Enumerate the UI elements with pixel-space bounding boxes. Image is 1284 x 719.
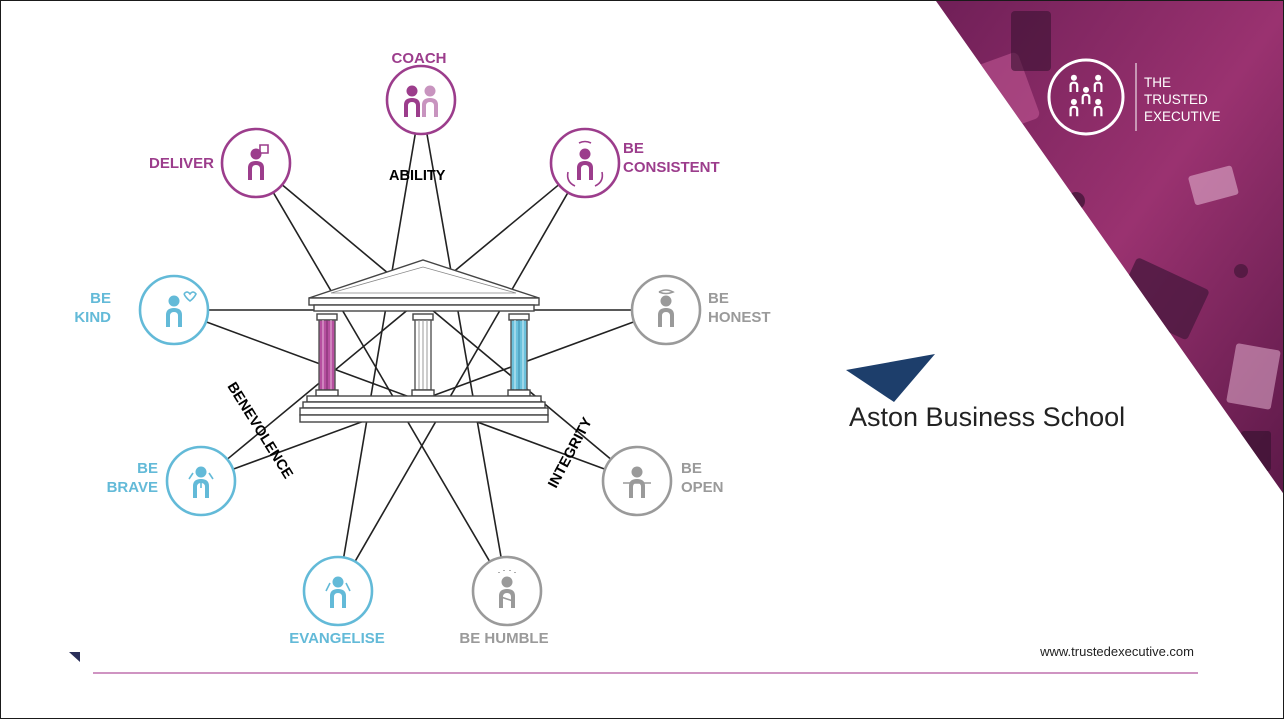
- group-label-benevolence: BENEVOLENCE: [224, 380, 296, 482]
- praying-person-icon: [498, 570, 516, 608]
- classical-temple-icon: [299, 259, 549, 423]
- node-deliver: DELIVER: [149, 127, 292, 199]
- trust-behaviour-nodes: COACH BE CONSISTENT BE HONEST BE OPEN BE HUMBLE…: [74, 50, 770, 647]
- star-line-be-brave-to-be-consistent: [226, 184, 560, 460]
- consistent-cycle-person-icon: [566, 140, 604, 187]
- medal-person-icon: [188, 466, 214, 498]
- node-label-be-kind-line-2: KIND: [74, 309, 111, 326]
- node-label-be-kind-line-1: BE: [90, 290, 111, 307]
- node-label-be-consistent-line-2: CONSISTENT: [623, 159, 720, 176]
- star-line-evangelise-to-coach: [342, 133, 417, 558]
- trusted-executive-line-2: TRUSTED: [1144, 92, 1208, 107]
- star-line-be-humble-to-deliver: [272, 191, 491, 563]
- star-line-coach-to-be-humble: [426, 133, 502, 558]
- node-coach: COACH: [385, 50, 457, 136]
- group-label-ability: ABILITY: [389, 168, 446, 184]
- node-be-brave: BE BRAVE: [107, 445, 237, 517]
- trusted-executive-logo: THE TRUSTED EXECUTIVE: [1047, 58, 1221, 136]
- star-line-be-consistent-to-evangelise: [354, 192, 569, 562]
- node-label-evangelise-line-1: EVANGELISE: [289, 630, 385, 647]
- trusted-executive-line-3: EXECUTIVE: [1144, 109, 1221, 124]
- node-evangelise: EVANGELISE: [289, 555, 385, 647]
- node-be-honest: BE HONEST: [630, 274, 771, 346]
- star-line-deliver-to-be-open: [281, 184, 612, 460]
- box-carrying-person-icon: [248, 144, 269, 180]
- raised-arms-person-icon: [325, 576, 351, 608]
- aston-triangle-logo-icon: [846, 354, 935, 402]
- node-be-consistent: BE CONSISTENT: [549, 127, 720, 199]
- node-be-open: BE OPEN: [601, 445, 724, 517]
- aston-business-school-name: Aston Business School: [849, 402, 1125, 432]
- node-label-be-honest-line-2: HONEST: [708, 309, 771, 326]
- halo-person-icon: [658, 289, 675, 327]
- node-label-deliver-line-1: DELIVER: [149, 155, 214, 172]
- open-arms-person-icon: [623, 466, 651, 498]
- node-label-be-brave-line-1: BE: [137, 460, 158, 477]
- node-label-be-honest-line-1: BE: [708, 290, 729, 307]
- node-be-kind: BE KIND: [74, 274, 210, 346]
- node-be-humble: BE HUMBLE: [459, 555, 549, 647]
- footer-url: www.trustedexecutive.com: [1039, 644, 1194, 659]
- node-label-be-open-line-2: OPEN: [681, 479, 724, 496]
- corner-triangle-icon: [69, 652, 80, 662]
- node-label-be-humble-line-1: BE HUMBLE: [459, 630, 548, 647]
- node-label-be-brave-line-2: BRAVE: [107, 479, 158, 496]
- node-circle-coach: [385, 64, 457, 136]
- trusted-executive-circle-logo-icon: [1047, 58, 1125, 136]
- node-label-coach-line-1: COACH: [392, 50, 447, 67]
- node-label-be-open-line-1: BE: [681, 460, 702, 477]
- aston-business-school-logo: Aston Business School: [846, 354, 1125, 432]
- node-label-be-consistent-line-1: BE: [623, 140, 644, 157]
- heart-person-icon: [166, 291, 197, 327]
- trusted-executive-line-1: THE: [1144, 75, 1171, 90]
